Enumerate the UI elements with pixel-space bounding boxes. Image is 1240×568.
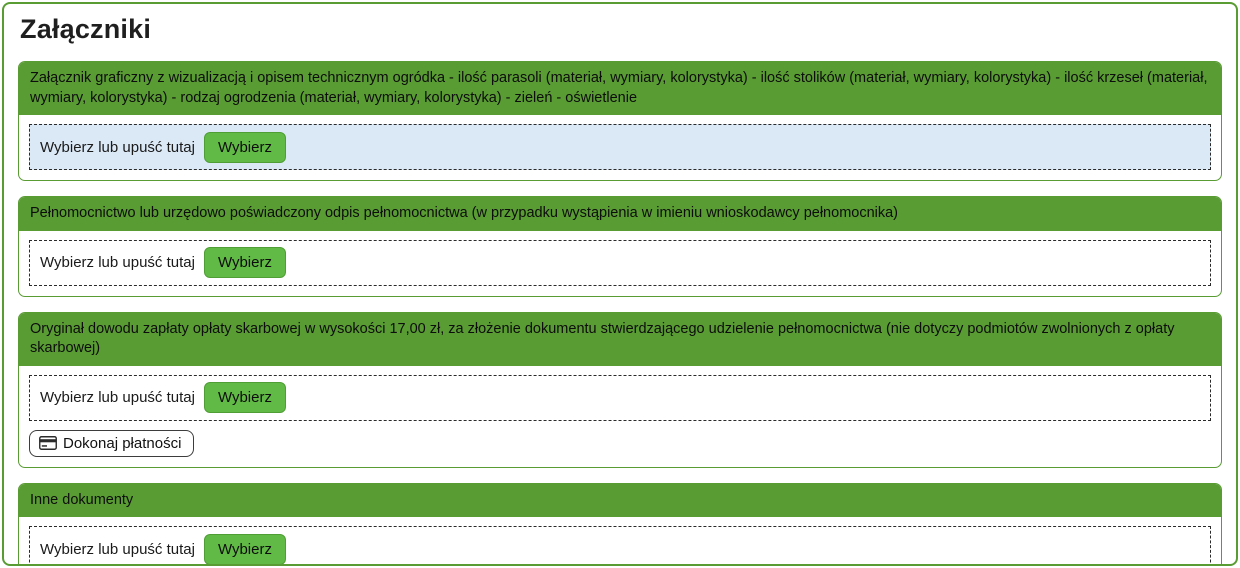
file-dropzone[interactable]: Wybierz lub upuść tutaj Wybierz <box>29 526 1211 564</box>
attachment-section-header: Inne dokumenty <box>19 483 1221 517</box>
attachment-section-power-of-attorney: Pełnomocnictwo lub urzędowo poświadczony… <box>18 196 1222 297</box>
attachment-section-payment-proof: Oryginał dowodu zapłaty opłaty skarbowej… <box>18 311 1222 468</box>
attachment-section-header: Załącznik graficzny z wizualizacją i opi… <box>19 62 1221 115</box>
file-dropzone[interactable]: Wybierz lub upuść tutaj Wybierz <box>29 124 1211 170</box>
attachment-section-body: Wybierz lub upuść tutaj Wybierz Dokonaj … <box>19 366 1221 467</box>
dropzone-label: Wybierz lub upuść tutaj <box>40 138 195 156</box>
attachment-section-graphic: Załącznik graficzny z wizualizacją i opi… <box>18 61 1222 181</box>
choose-file-button[interactable]: Wybierz <box>203 382 286 413</box>
make-payment-label: Dokonaj płatności <box>63 434 182 452</box>
make-payment-button[interactable]: Dokonaj płatności <box>29 429 195 457</box>
credit-card-icon <box>39 436 57 450</box>
dropzone-label: Wybierz lub upuść tutaj <box>40 389 195 406</box>
attachment-section-other-documents: Inne dokumenty Wybierz lub upuść tutaj W… <box>18 482 1222 564</box>
choose-file-button[interactable]: Wybierz <box>203 131 286 163</box>
attachment-section-header: Oryginał dowodu zapłaty opłaty skarbowej… <box>19 312 1221 366</box>
attachment-section-body: Wybierz lub upuść tutaj Wybierz <box>19 115 1221 180</box>
attachment-section-header: Pełnomocnictwo lub urzędowo poświadczony… <box>19 197 1221 231</box>
attachment-section-body: Wybierz lub upuść tutaj Wybierz <box>19 517 1221 564</box>
attachment-section-body: Wybierz lub upuść tutaj Wybierz <box>19 231 1221 296</box>
file-dropzone[interactable]: Wybierz lub upuść tutaj Wybierz <box>29 374 1211 421</box>
page-title: Załączniki <box>20 14 152 44</box>
dropzone-label: Wybierz lub upuść tutaj <box>40 254 195 271</box>
dropzone-label: Wybierz lub upuść tutaj <box>40 540 195 558</box>
choose-file-button[interactable]: Wybierz <box>203 533 286 564</box>
choose-file-button[interactable]: Wybierz <box>203 247 286 278</box>
file-dropzone[interactable]: Wybierz lub upuść tutaj Wybierz <box>29 239 1211 286</box>
